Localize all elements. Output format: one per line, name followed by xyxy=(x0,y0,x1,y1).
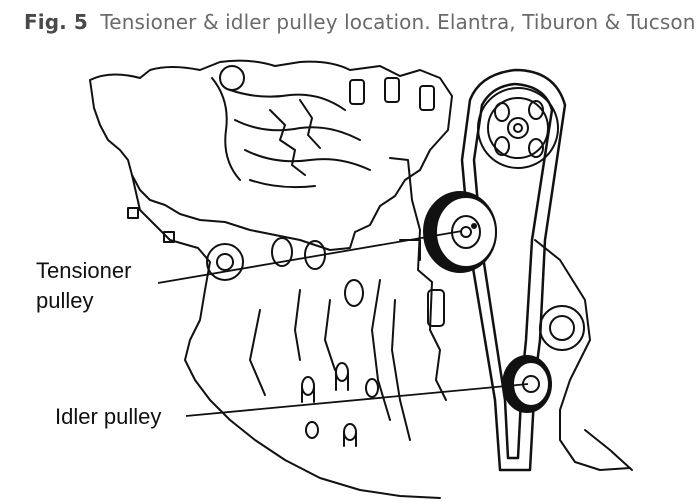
camshaft-sprocket xyxy=(477,87,559,169)
caption-text: Tensioner & idler pulley location. Elant… xyxy=(100,10,696,34)
timing-belt-inner xyxy=(472,82,554,460)
engine-cover-outline xyxy=(89,59,453,251)
idler-leader-line xyxy=(185,383,529,417)
idler-pulley-label: Idler pulley xyxy=(55,404,162,429)
engine-block-outline xyxy=(131,174,441,499)
timing-belt-outer xyxy=(460,68,567,472)
tensioner-label-line1: Tensioner xyxy=(36,258,132,283)
figure-caption: Fig. 5 Tensioner & idler pulley location… xyxy=(24,10,696,34)
tensioner-pulley-label: Tensioner pulley xyxy=(36,256,131,316)
figure-number: Fig. 5 xyxy=(24,10,88,34)
tensioner-leader-line xyxy=(157,230,463,284)
tensioner-label-line2: pulley xyxy=(36,288,94,313)
